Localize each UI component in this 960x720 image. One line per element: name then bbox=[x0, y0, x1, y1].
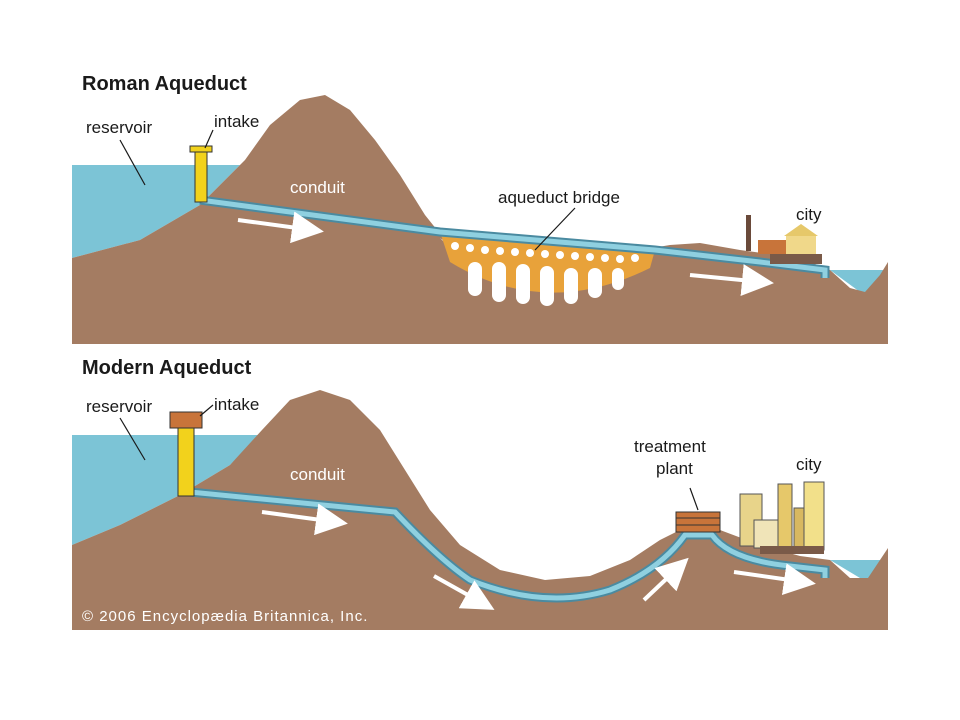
roman-intake-tower bbox=[189, 145, 213, 203]
roman-title: Roman Aqueduct bbox=[82, 73, 247, 95]
flow-arrow bbox=[237, 211, 324, 244]
modern-city-buildings bbox=[739, 481, 825, 554]
roman-conduit-label: conduit bbox=[290, 178, 345, 197]
flow-arrow bbox=[642, 557, 689, 602]
treatment-plant-building bbox=[675, 511, 721, 533]
modern-intake-tower bbox=[169, 411, 203, 497]
copyright-notice: © 2006 Encyclopædia Britannica, Inc. bbox=[82, 608, 368, 625]
modern-intake-label: intake bbox=[214, 395, 259, 414]
treatment-label-line2: plant bbox=[656, 459, 693, 478]
modern-title: Modern Aqueduct bbox=[82, 357, 252, 379]
roman-city-buildings bbox=[746, 215, 822, 264]
roman-intake-label: intake bbox=[214, 112, 259, 131]
modern-reservoir-water bbox=[72, 435, 260, 545]
flow-arrow bbox=[261, 503, 348, 536]
modern-reservoir-label: reservoir bbox=[86, 397, 152, 416]
roman-city-label: city bbox=[796, 205, 822, 224]
modern-city-label: city bbox=[796, 455, 822, 474]
modern-conduit-label: conduit bbox=[290, 465, 345, 484]
flow-arrow bbox=[733, 563, 816, 596]
treatment-label-line1: treatment bbox=[634, 437, 706, 456]
modern-panel: Modern Aqueduct reservoir intake conduit… bbox=[72, 350, 888, 630]
roman-terrain bbox=[72, 95, 888, 345]
flow-arrow bbox=[433, 574, 495, 610]
flow-arrow bbox=[689, 264, 774, 296]
roman-panel: Roman Aqueduct reservoir intake conduit … bbox=[72, 68, 888, 345]
aqueduct-bridge-label: aqueduct bridge bbox=[498, 188, 620, 207]
roman-reservoir-label: reservoir bbox=[86, 118, 152, 137]
